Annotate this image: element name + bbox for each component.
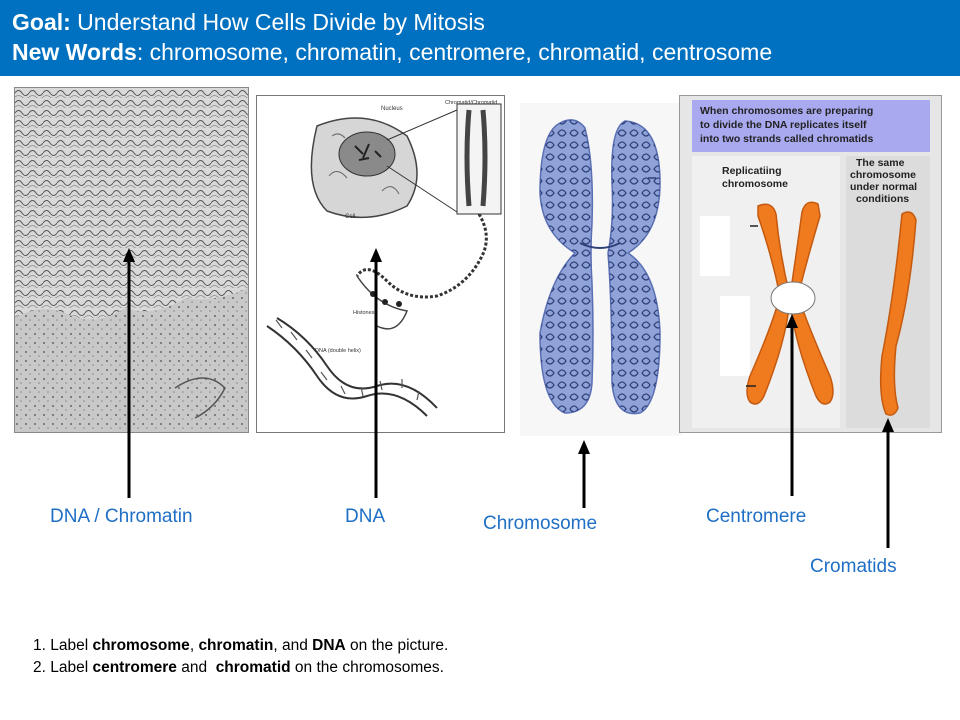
nucleus-text: Nucleus (381, 106, 403, 112)
dna-label: DNA (345, 506, 386, 527)
instruction-2-text-a: 2. Label (33, 659, 93, 676)
instructions: 1. Label chromosome, chromatin, and DNA … (33, 635, 448, 679)
chromatin-micrograph-image (15, 88, 248, 432)
instruction-2-term-centromere: centromere (92, 659, 177, 676)
goal-prefix: Goal: (12, 9, 71, 35)
instruction-1-text-a: 1. Label (33, 637, 93, 654)
right-title-line-3: under normal (850, 181, 917, 193)
helix-text: DNA (double helix) (315, 348, 361, 354)
chromatin-micrograph (14, 87, 249, 433)
cromatids-label: Cromatids (810, 556, 897, 577)
instruction-1-term-chromatin: chromatin (198, 637, 274, 654)
right-title-line-2: chromosome (850, 169, 916, 181)
left-title-line-2: chromosome (722, 178, 788, 190)
right-title-line-1: The same (856, 157, 905, 169)
banner-line-1: When chromosomes are preparing (700, 105, 873, 117)
banner-line-2: to divide the DNA replicates itself (700, 119, 867, 131)
chromatid-text: Chromatid/Chromatid (445, 100, 497, 106)
instruction-2-term-chromatid: chromatid (215, 659, 291, 676)
instruction-1-text-e: , and (273, 637, 313, 654)
right-title-line-4: conditions (856, 193, 909, 205)
instruction-1-text-g: on the picture. (345, 637, 449, 654)
chromosome-illustration (520, 103, 682, 436)
cell-text: Cell (345, 214, 355, 220)
histones-text: Histones (353, 310, 375, 316)
explanation-banner (692, 100, 930, 152)
goal-text: Understand How Cells Divide by Mitosis (70, 9, 485, 35)
instruction-1-term-dna: DNA (312, 637, 346, 654)
instruction-line-2: 2. Label centromere and chromatid on the… (33, 657, 448, 679)
new-words-line: New Words: chromosome, chromatin, centro… (12, 37, 960, 67)
dna-cell-image: Nucleus Chromatid/Chromatid Cell Histone… (266, 100, 502, 417)
instruction-line-1: 1. Label chromosome, chromatin, and DNA … (33, 635, 448, 657)
instruction-2-text-c: and (176, 659, 216, 676)
instruction-2-text-e: on the chromosomes. (290, 659, 444, 676)
instruction-1-term-chromosome: chromosome (92, 637, 190, 654)
left-title-line-1: Replicatiing (722, 165, 782, 177)
title-banner: Goal: Understand How Cells Divide by Mit… (0, 0, 960, 76)
new-words-text: : chromosome, chromatin, centromere, chr… (136, 39, 773, 65)
centromere-marker (770, 281, 816, 315)
chromatid-image: When chromosomes are preparing to divide… (692, 100, 930, 428)
instruction-1-text-c: , (189, 637, 199, 654)
dna-cell-diagram: Nucleus Chromatid/Chromatid Cell Histone… (256, 95, 505, 433)
goal-line: Goal: Understand How Cells Divide by Mit… (12, 7, 960, 37)
chromatin-label: DNA / Chromatin (50, 506, 193, 527)
centromere-label: Centromere (706, 506, 807, 527)
chromosome-label: Chromosome (483, 513, 598, 534)
chromosome-image (539, 119, 661, 415)
new-words-prefix: New Words (12, 39, 137, 65)
chromatid-diagram: When chromosomes are preparing to divide… (679, 95, 942, 433)
banner-line-3: into two strands called chromatids (700, 133, 873, 145)
